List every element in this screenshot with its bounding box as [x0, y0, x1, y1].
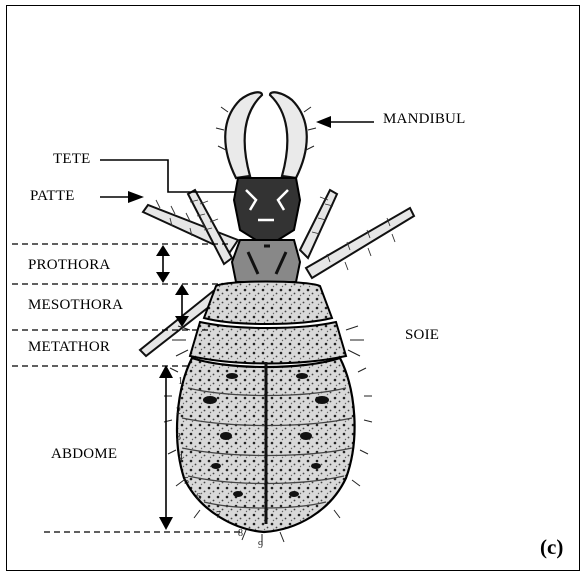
segment-number: 8 — [238, 528, 243, 539]
head — [234, 178, 300, 240]
segment-number: 7 — [216, 510, 221, 521]
segment-number: 4 — [178, 452, 183, 463]
label-soie: SOIE — [405, 327, 439, 344]
left-mandible — [225, 92, 262, 178]
mesothorax — [204, 282, 332, 325]
label-prothorax: PROTHORA — [28, 257, 110, 274]
label-mandibule: MANDIBUL — [383, 111, 465, 128]
segment-number: 2 — [176, 406, 181, 417]
label-patte: PATTE — [30, 188, 75, 205]
segment-number: 6 — [196, 492, 201, 503]
segment-number: 3 — [176, 432, 181, 443]
right-mandible — [270, 92, 307, 178]
label-metathorax: METATHOR — [28, 339, 110, 356]
segment-number: 1 — [178, 376, 183, 387]
label-abdomen: ABDOME — [51, 446, 117, 463]
panel-label: (c) — [540, 535, 563, 560]
label-mesothorax: MESOTHORA — [28, 297, 123, 314]
segment-number: 5 — [184, 476, 189, 487]
metathorax — [190, 322, 346, 364]
label-tete: TETE — [53, 151, 90, 168]
segment-number: 9 — [258, 540, 263, 551]
